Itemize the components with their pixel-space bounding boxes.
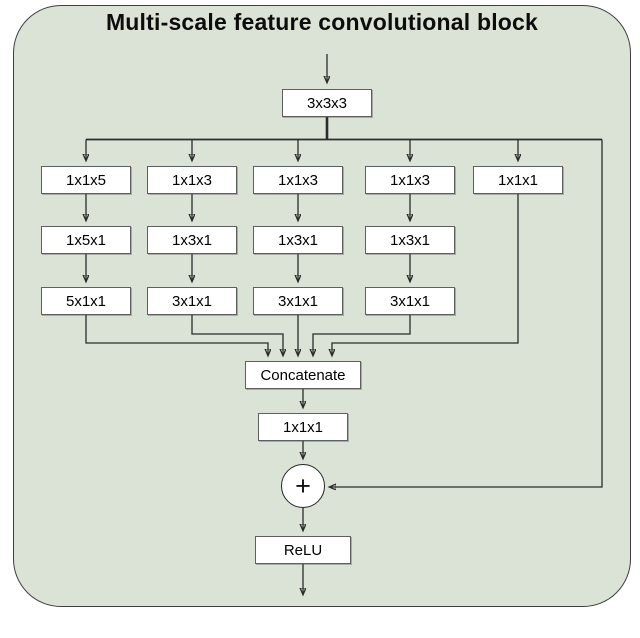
diagram-title: Multi-scale feature convolutional block: [105, 9, 539, 35]
conv-box-projection-1x1x1: 1x1x1: [258, 413, 348, 441]
relu-box: ReLU: [255, 536, 351, 564]
wire-b2-concat: [191, 315, 283, 355]
conv-box-branch1-layer3: 5x1x1: [41, 287, 131, 315]
conv-box-branch2-layer2: 1x3x1: [147, 226, 237, 254]
conv-box-branch3-layer1: 1x1x3: [253, 166, 343, 194]
elementwise-add-node: +: [281, 464, 325, 508]
wire-skip-connection: [330, 139, 603, 488]
concatenate-box: Concatenate: [245, 361, 361, 389]
conv-box-branch4-layer1: 1x1x3: [365, 166, 455, 194]
conv-box-branch1-layer1: 1x1x5: [41, 166, 131, 194]
conv-box-input-3x3x3: 3x3x3: [282, 89, 372, 117]
conv-box-branch4-layer2: 1x3x1: [365, 226, 455, 254]
conv-box-branch1-layer2: 1x5x1: [41, 226, 131, 254]
conv-box-branch2-layer1: 1x1x3: [147, 166, 237, 194]
conv-box-bran4-layer3: 3x1x1: [365, 287, 455, 315]
wire-b1-concat: [85, 315, 268, 355]
wire-b4-concat: [313, 315, 411, 355]
conv-box-branch5-layer1: 1x1x1: [473, 166, 563, 194]
conv-box-branch2-layer3: 3x1x1: [147, 287, 237, 315]
wire-b5-concat: [332, 194, 519, 355]
conv-box-branch3-layer2: 1x3x1: [253, 226, 343, 254]
conv-box-branch3-layer3: 3x1x1: [253, 287, 343, 315]
plus-icon: +: [295, 470, 311, 501]
